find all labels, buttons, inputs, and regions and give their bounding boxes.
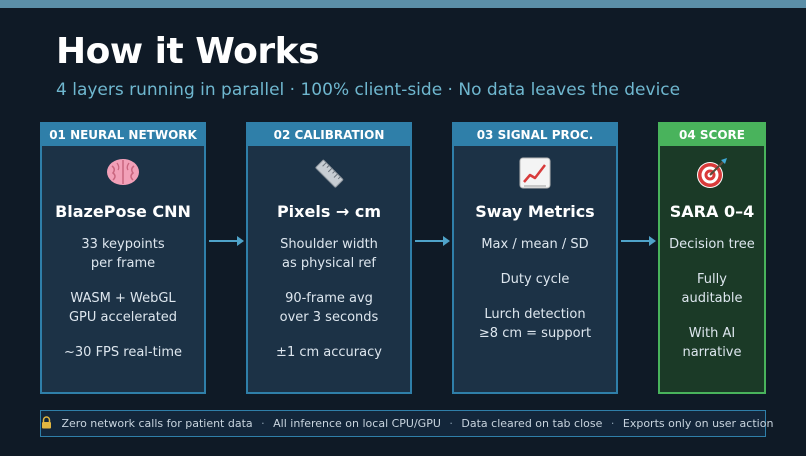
card-line: per frame	[90, 256, 156, 271]
card-gap	[660, 308, 764, 324]
card-line: Max / mean / SD	[481, 237, 589, 252]
card-gap	[454, 254, 616, 270]
card-line: Decision tree	[669, 237, 755, 252]
target-icon	[692, 156, 732, 194]
slide-title: How it Works	[56, 31, 320, 72]
flow-arrow-icon	[209, 236, 244, 246]
footer-separator: ·	[449, 417, 453, 430]
card-line: over 3 seconds	[279, 310, 379, 325]
card-body: Max / mean / SD Duty cycle Lurch detecti…	[454, 235, 616, 343]
card-line: 90-frame avg	[285, 291, 373, 306]
card-title: BlazePose CNN	[55, 202, 191, 221]
card-line: WASM + WebGL	[70, 291, 176, 306]
privacy-footer: Zero network calls for patient data · Al…	[40, 410, 773, 438]
card-gap	[454, 289, 616, 305]
card-line: Lurch detection	[484, 307, 586, 322]
card-body: Shoulder width as physical ref 90-frame …	[248, 235, 410, 362]
card-line: ±1 cm accuracy	[276, 345, 382, 360]
card-title: Pixels → cm	[276, 202, 382, 221]
brain-icon	[103, 156, 143, 194]
card-line: Duty cycle	[500, 272, 570, 287]
card-header: 04 SCORE	[660, 124, 764, 146]
slide-subtitle: 4 layers running in parallel · 100% clie…	[56, 80, 681, 100]
footer-separator: ·	[610, 417, 615, 430]
footer-item: Exports only on user action	[622, 417, 774, 430]
card-gap	[42, 327, 204, 343]
footer-item: All inference on local CPU/GPU	[273, 417, 441, 430]
card-line: as physical ref	[282, 256, 376, 271]
card-line: auditable	[681, 291, 743, 306]
card-body: 33 keypoints per frame WASM + WebGL GPU …	[42, 235, 204, 362]
chart-increasing-icon	[515, 156, 555, 194]
top-accent-bar	[0, 0, 806, 8]
card-signal-processing: 03 SIGNAL PROC. Sway Metrics Max / mean …	[452, 122, 618, 394]
flow-arrow-icon	[621, 236, 656, 246]
card-title: Sway Metrics	[475, 202, 595, 221]
card-line: ≥8 cm = support	[478, 326, 592, 341]
card-gap	[42, 273, 204, 289]
card-line: GPU accelerated	[68, 310, 178, 325]
footer-separator: ·	[261, 417, 265, 430]
lock-icon	[41, 413, 52, 438]
card-gap	[248, 273, 410, 289]
card-body: Decision tree Fully auditable With AI na…	[660, 235, 764, 362]
card-header: 02 CALIBRATION	[248, 124, 410, 146]
card-header: 03 SIGNAL PROC.	[454, 124, 616, 146]
card-line: narrative	[682, 345, 742, 360]
card-line: Shoulder width	[280, 237, 378, 252]
footer-item: Data cleared on tab close	[461, 417, 603, 430]
card-line: Fully	[697, 272, 727, 287]
flow-arrow-icon	[415, 236, 450, 246]
ruler-icon	[309, 156, 349, 194]
card-calibration: 02 CALIBRATION Pixels → cm Shoulder widt…	[246, 122, 412, 394]
card-header: 01 NEURAL NETWORK	[42, 124, 204, 146]
card-score: 04 SCORE SARA 0–4 Decision tree Fully au…	[658, 122, 766, 394]
card-neural-network: 01 NEURAL NETWORK BlazePose CNN 33 keypo…	[40, 122, 206, 394]
card-title: SARA 0–4	[669, 202, 755, 221]
card-line: ~30 FPS real-time	[64, 345, 182, 360]
card-line: With AI	[688, 326, 736, 341]
footer-item: Zero network calls for patient data	[61, 417, 253, 430]
card-gap	[248, 327, 410, 343]
card-gap	[660, 254, 764, 270]
card-line: 33 keypoints	[81, 237, 165, 252]
